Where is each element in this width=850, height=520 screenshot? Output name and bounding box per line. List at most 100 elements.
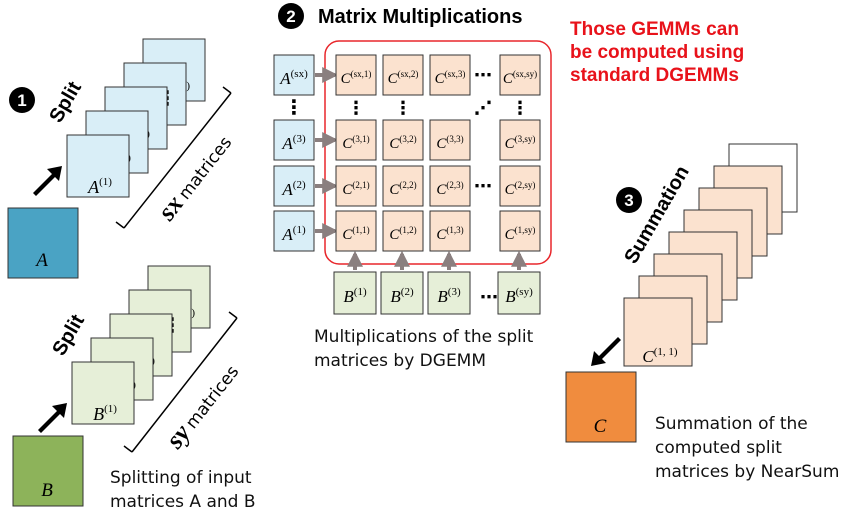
c-cell-square: [382, 54, 424, 96]
c-cell-square: [429, 54, 471, 96]
dgemm-note-line-1: Those GEMMs can: [570, 19, 739, 40]
c-cell-square: [499, 54, 541, 96]
dgemm-note-line-3: standard DGEMMs: [570, 65, 739, 86]
c-grid-ellipsis: ⋮: [347, 98, 365, 119]
c-cell-c-3-sy: C(3,sy): [505, 134, 536, 152]
c-cell-square: [499, 210, 541, 252]
gemm-frame: [324, 40, 552, 265]
split-caption: Splitting of input matrices A and B: [110, 466, 256, 514]
svg-text:3: 3: [624, 191, 633, 210]
c-grid-ellipsis: ⋯: [474, 65, 492, 86]
col-label-b-3: B(3): [437, 286, 461, 306]
sx-brace: [115, 86, 232, 229]
row-label-a-2: A(2): [281, 179, 306, 199]
summation-caption-line-2: computed split: [655, 438, 782, 458]
step1-number-badge: 1: [9, 87, 35, 113]
c-cell-square: [382, 165, 424, 207]
split-b-label: Split: [48, 311, 89, 360]
row-a-square: [273, 119, 315, 161]
matrix-c-block: [565, 371, 637, 443]
c-cell-square: [429, 165, 471, 207]
multiplication-caption-line-2: matrices by DGEMM: [314, 351, 487, 371]
c-grid-ellipsis: ⋮: [511, 98, 529, 119]
matrix-b-label: B: [41, 480, 53, 501]
b-piece-square: [71, 361, 135, 425]
c-product-grid: C(sx,1) C(sx,2) C(sx,3) ⋯ C(sx,sy) ⋮ ⋮ ⋰ ⋮ C(3,1)…: [335, 54, 541, 252]
c-cell-square: [335, 54, 377, 96]
matrix-c-label: C: [594, 416, 607, 437]
col-label-b-2: B(2): [390, 286, 414, 306]
b-split-stack: B(sy)⋮B(3)B(2)B(1): [71, 265, 211, 425]
matrix-a-block: [7, 207, 79, 279]
c-cell-c-3-3: C(3,3): [436, 134, 463, 152]
multiplication-caption-line-1: Multiplications of the split: [314, 327, 534, 347]
c-cell-c-2-3: C(2,3): [436, 180, 463, 198]
col-ellipsis: ⋯: [480, 287, 498, 308]
c-cell-c-1-2: C(1,2): [389, 225, 416, 243]
row-label-a-3: A(3): [281, 133, 306, 153]
multiplication-caption: Multiplications of the split matrices by…: [314, 325, 533, 373]
summation-caption-line-1: Summation of the: [655, 414, 808, 434]
col-b-square: [497, 271, 541, 315]
c-cell-square: [499, 165, 541, 207]
c-cell-c-sx-1: C(sx,1): [341, 69, 372, 87]
c-grid-ellipsis: ⋰: [474, 98, 492, 119]
step2-number-badge: 2: [278, 3, 304, 29]
c-cell-c-1-1: C(1,1): [342, 225, 369, 243]
row-label-a-sx: A(sx): [279, 68, 308, 88]
c-cell-c-1-3: C(1,3): [436, 225, 463, 243]
col-label-b-1: B(1): [343, 286, 367, 306]
a-row-labels: A(sx) ⋮ A(3) A(2) A(1): [273, 54, 339, 252]
c-cell-c-2-sy: C(2,sy): [505, 180, 536, 198]
step3-number-badge: 3: [616, 187, 642, 213]
step2-title: Matrix Multiplications: [318, 6, 522, 28]
b-piece-label-b-1: B(1): [93, 403, 117, 424]
split-a-label: Split: [45, 78, 86, 127]
c-cell-c-1-sy: C(1,sy): [505, 225, 536, 243]
c-cell-c-2-1: C(2,1): [342, 180, 369, 198]
c-cell-c-3-1: C(3,1): [342, 134, 369, 152]
a-piece-label-a-1: A(1): [87, 176, 112, 197]
c-cell-c-sx-2: C(sx,2): [388, 69, 419, 87]
c-cell-square: [335, 119, 377, 161]
dgemm-note-line-2: be computed using: [570, 42, 744, 63]
summation-caption-line-3: matrices by NearSum: [655, 462, 840, 482]
c-summation-stack: ⋮C(2,2)C(2,1)C(1,p)⋮C(1, 2)C(1, 1): [623, 143, 798, 367]
row-ellipsis: ⋮: [284, 95, 304, 119]
a-split-stack: A(sx)⋮A(3)A(2)A(1): [66, 38, 206, 198]
c-cell-square: [499, 119, 541, 161]
c-grid-ellipsis: ⋯: [474, 176, 492, 197]
svg-text:2: 2: [286, 7, 295, 26]
c-cell-c-2-2: C(2,2): [389, 180, 416, 198]
row-label-a-1: A(1): [281, 224, 306, 244]
c-piece-label-c-1-1: C(1, 1): [642, 346, 678, 366]
col-label-b-sy: B(sy): [505, 286, 533, 306]
sy-brace: [123, 311, 238, 453]
c-cell-square: [382, 119, 424, 161]
c-cell-c-3-2: C(3,2): [389, 134, 416, 152]
summation-arrow: [591, 337, 621, 366]
split-a-arrow: [33, 166, 62, 196]
split-caption-line-2: matrices A and B: [110, 492, 256, 512]
c-cell-square: [382, 210, 424, 252]
split-caption-line-1: Splitting of input: [110, 468, 252, 488]
matrix-b-block: [12, 435, 84, 507]
summation-caption: Summation of the computed split matrices…: [655, 412, 839, 484]
a-piece-square: [66, 134, 130, 198]
c-cell-square: [335, 165, 377, 207]
row-a-square: [273, 54, 315, 96]
col-b-square: [333, 271, 377, 315]
c-grid-ellipsis: ⋮: [394, 98, 412, 119]
col-b-square: [427, 271, 471, 315]
matrix-a-label: A: [34, 250, 48, 271]
row-a-square: [273, 165, 315, 207]
c-cell-c-sx-sy: C(sx,sy): [503, 69, 537, 87]
c-cell-c-sx-3: C(sx,3): [435, 69, 466, 87]
row-a-square: [273, 210, 315, 252]
c-cell-square: [429, 119, 471, 161]
c-piece-square: [623, 297, 693, 367]
b-column-labels: B(1) B(2) B(3) ⋯ B(sy): [333, 250, 541, 315]
dgemm-note: Those GEMMs can be computed using standa…: [570, 19, 744, 86]
split-b-arrow: [38, 403, 67, 433]
